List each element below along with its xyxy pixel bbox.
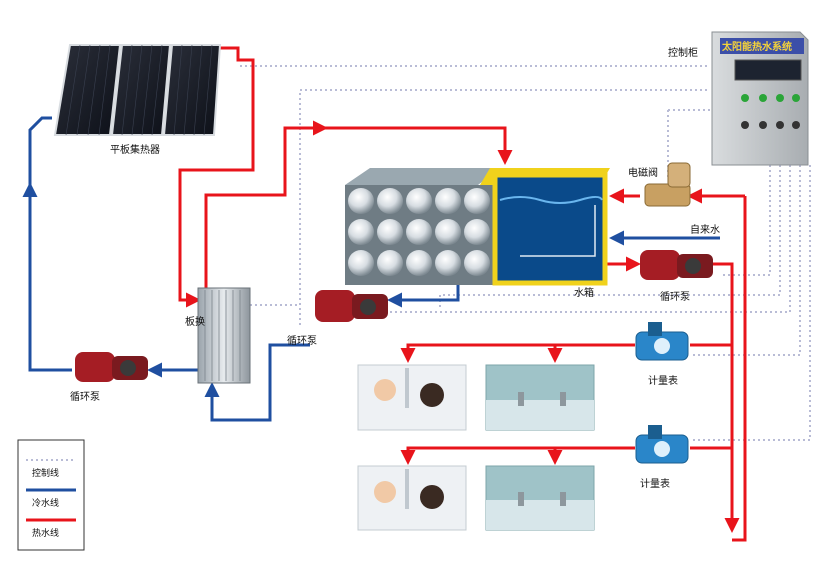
legend-control-label: 控制线 xyxy=(32,467,59,479)
pump-right-label: 循环泵 xyxy=(660,290,690,303)
water-meter-bottom: 计量表 xyxy=(635,425,689,490)
tank-panel-sphere xyxy=(435,188,461,214)
control-lines xyxy=(229,65,811,441)
tank-panels xyxy=(348,188,490,276)
tank-panel-sphere xyxy=(406,188,432,214)
cabinet-title: 太阳能热水系统 xyxy=(721,40,792,53)
tank-panel-sphere xyxy=(406,219,432,245)
cabinet-title-bar xyxy=(720,38,804,54)
tank-panel-sphere xyxy=(435,250,461,276)
tank-panel-sphere xyxy=(435,219,461,245)
cabinet-display xyxy=(734,59,802,81)
tank-panel-sphere xyxy=(348,188,374,214)
legend-hot-label: 热水线 xyxy=(32,527,59,539)
solenoid-valve-label: 电磁阀 xyxy=(628,166,658,179)
indicator-light-icon xyxy=(741,94,749,102)
tank-panel-sphere xyxy=(377,250,403,276)
tank-panel-sphere xyxy=(406,250,432,276)
cold-lines xyxy=(22,116,720,422)
meter-bottom-label: 计量表 xyxy=(640,477,670,490)
tank-panel-sphere xyxy=(348,250,374,276)
tank-panel-sphere xyxy=(464,188,490,214)
shower-photo-top xyxy=(357,364,467,431)
water-tank-label: 水箱 xyxy=(574,286,594,299)
tank-panel-sphere xyxy=(377,219,403,245)
pump-mid-label: 循环泵 xyxy=(287,334,317,347)
shower-photo-bottom xyxy=(357,465,467,531)
circulation-pump-left: 循环泵 xyxy=(70,352,148,403)
legend: 控制线 冷水线 热水线 xyxy=(17,439,85,551)
switch-knob-icon xyxy=(741,121,749,129)
flat-plate-collector: 平板集热器 xyxy=(53,44,222,156)
sink-photo-bottom xyxy=(485,465,595,531)
plate-heat-exchanger: 板换 xyxy=(185,287,251,384)
meter-top-label: 计量表 xyxy=(648,374,678,387)
indicator-light-icon xyxy=(759,94,767,102)
sink-photo-top xyxy=(485,364,595,431)
tank-panel-sphere xyxy=(377,188,403,214)
control-cabinet: 控制柜 太阳能热水系统 xyxy=(668,31,809,166)
indicator-light-icon xyxy=(776,94,784,102)
tap-water-label: 自来水 xyxy=(690,223,720,236)
water-tank: 水箱 xyxy=(345,168,610,299)
switch-knob-icon xyxy=(792,121,800,129)
pump-left-label: 循环泵 xyxy=(70,390,100,403)
water-meter-top: 计量表 xyxy=(635,322,689,387)
switch-knob-icon xyxy=(759,121,767,129)
circulation-pump-mid: 循环泵 xyxy=(287,290,388,347)
tank-panel-sphere xyxy=(464,219,490,245)
tank-panel-sphere xyxy=(464,250,490,276)
control-cabinet-label: 控制柜 xyxy=(668,46,698,59)
legend-cold-label: 冷水线 xyxy=(32,497,59,509)
plate-exchanger-label: 板换 xyxy=(185,315,205,328)
tank-panel-sphere xyxy=(348,219,374,245)
switch-knob-icon xyxy=(776,121,784,129)
solenoid-valve: 电磁阀 xyxy=(628,162,691,207)
circulation-pump-right: 循环泵 xyxy=(640,250,713,303)
collector-label: 平板集热器 xyxy=(110,143,160,156)
indicator-light-icon xyxy=(792,94,800,102)
